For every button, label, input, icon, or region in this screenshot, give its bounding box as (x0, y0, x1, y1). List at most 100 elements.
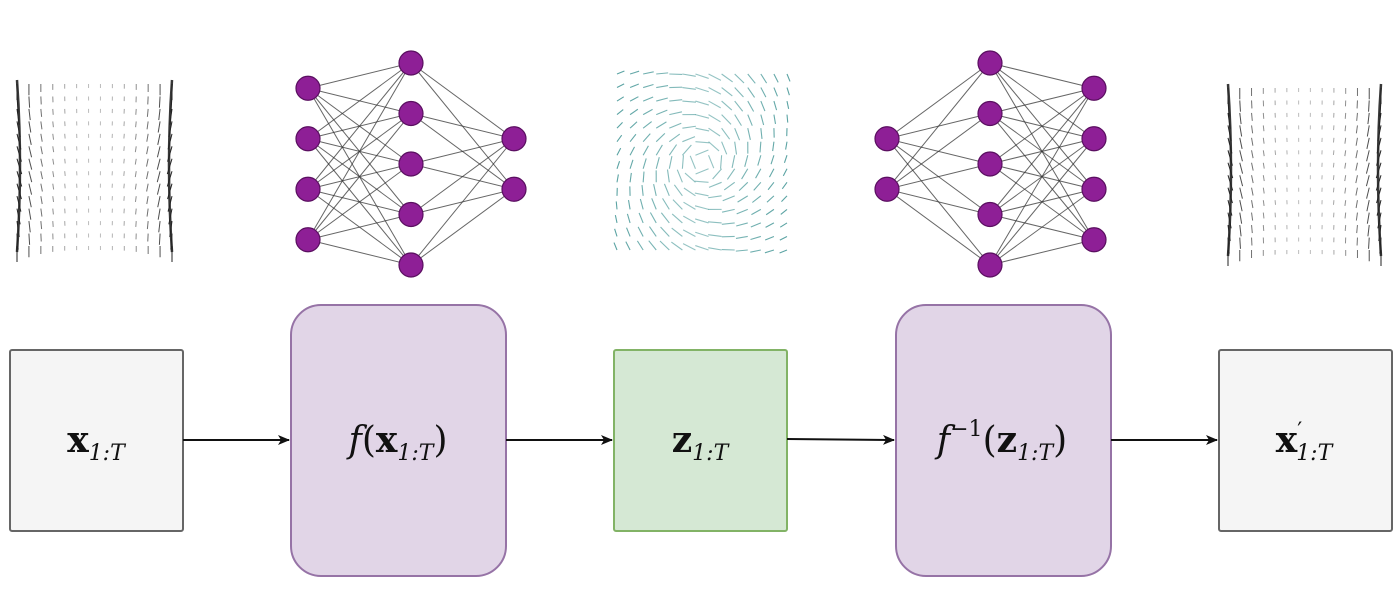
neuron-node (501, 126, 527, 152)
field-arrow (146, 208, 149, 217)
field-arrow (642, 83, 654, 89)
field-arrow (40, 158, 43, 167)
field-arrow (1262, 137, 1265, 144)
field-arrow (683, 215, 696, 224)
field-arrow (655, 157, 660, 169)
network-edge (989, 87, 1095, 266)
network-edge (410, 188, 515, 266)
field-arrow (781, 195, 788, 202)
field-arrow (146, 171, 149, 180)
network-edge (410, 113, 515, 140)
neuron-node (1081, 227, 1107, 253)
field-arrow (668, 155, 673, 169)
field-arrow (28, 133, 32, 145)
field-arrow (721, 127, 731, 140)
field-arrow (134, 171, 137, 178)
network-edge (989, 87, 1095, 114)
network-edge (886, 62, 991, 190)
field-arrow (669, 111, 683, 116)
field-arrow (694, 192, 709, 197)
encoder-network-icon (295, 50, 527, 278)
neuron-node (398, 50, 424, 76)
neuron-node (874, 126, 900, 152)
field-arrow (734, 100, 744, 112)
field-arrow (669, 122, 682, 129)
field-arrow (734, 141, 738, 155)
field-arrow (1239, 212, 1243, 224)
field-arrow (146, 221, 149, 230)
network-edge (989, 87, 1095, 165)
field-arrow (28, 183, 33, 195)
network-edge (410, 138, 515, 266)
network-edge (410, 62, 515, 140)
output-box (1218, 349, 1393, 532)
field-arrow (616, 174, 619, 183)
neuron-node (977, 252, 1003, 278)
field-arrow (655, 144, 663, 156)
field-arrow (40, 133, 43, 142)
field-arrow (785, 141, 788, 150)
field-arrow (747, 73, 756, 84)
field-arrow (629, 70, 640, 75)
field-arrow (52, 158, 55, 165)
field-arrow (146, 133, 149, 142)
field-arrow (146, 146, 149, 155)
field-arrow (779, 249, 788, 254)
field-arrow (1344, 200, 1347, 207)
network-edge (307, 214, 412, 241)
encoder-label: f(x1:T) (346, 419, 448, 466)
neuron-node (501, 176, 527, 202)
field-arrow (731, 155, 736, 169)
field-arrow (146, 196, 149, 205)
neuron-node (1081, 126, 1107, 152)
field-arrow (682, 73, 696, 77)
network-edge (307, 62, 412, 190)
field-arrow (626, 213, 631, 224)
field-arrow (1239, 225, 1242, 237)
field-arrow (1262, 150, 1265, 157)
field-arrow (157, 121, 161, 133)
field-arrow (629, 83, 640, 89)
field-arrow (760, 128, 763, 139)
field-arrow (751, 208, 762, 216)
field-arrow (642, 121, 652, 129)
field-arrow (642, 171, 645, 183)
field-arrow (28, 196, 32, 208)
field-arrow (737, 195, 749, 203)
field-arrow (708, 234, 722, 238)
field-arrow (1365, 162, 1370, 174)
field-arrow (694, 205, 709, 210)
field-arrow (721, 87, 733, 97)
field-arrow (616, 109, 624, 116)
field-arrow (616, 83, 625, 89)
field-arrow (156, 183, 161, 195)
field-arrow (668, 144, 678, 156)
field-arrow (64, 146, 66, 152)
field-arrow (720, 155, 723, 169)
field-arrow (682, 229, 696, 237)
field-arrow (695, 141, 710, 144)
field-arrow (1262, 212, 1265, 219)
field-arrow (1251, 187, 1254, 196)
field-arrow (1332, 187, 1335, 193)
field-arrow (1365, 175, 1370, 187)
field-boundary (15, 79, 22, 253)
field-arrow (40, 146, 43, 155)
field-arrow (694, 180, 709, 183)
field-arrow (157, 196, 161, 208)
field-arrow (695, 100, 709, 106)
field-arrow (755, 168, 762, 179)
output-vector-field-icon (1226, 83, 1383, 267)
field-arrow (637, 226, 644, 237)
field-arrow (695, 168, 709, 175)
field-arrow (1366, 137, 1370, 149)
network-edge (989, 239, 1095, 266)
network-edge (886, 188, 991, 266)
field-arrow (708, 127, 721, 137)
field-arrow (786, 100, 790, 110)
field-arrow (695, 245, 709, 251)
field-arrow (1332, 175, 1335, 180)
field-arrow (734, 87, 744, 98)
field-arrow (158, 233, 161, 245)
field-arrow (616, 70, 625, 75)
